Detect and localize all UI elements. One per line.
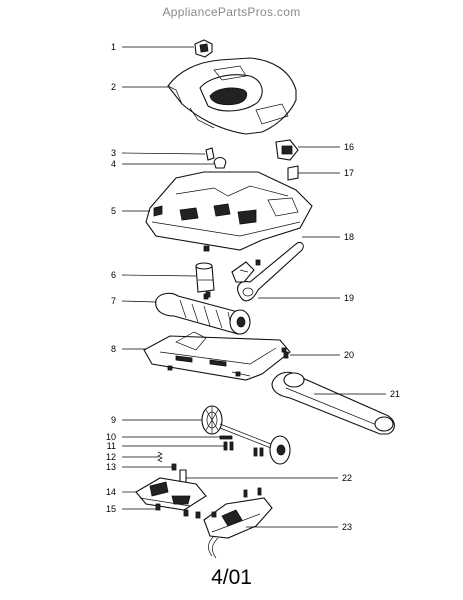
callout-16: 16 — [344, 142, 354, 152]
part-11-screws — [223, 441, 264, 457]
part-17-tab — [287, 165, 299, 181]
part-14-pedal-assembly — [135, 477, 207, 511]
callout-19: 19 — [344, 293, 354, 303]
callout-9: 9 — [111, 415, 116, 425]
part-8-bottom-plate — [143, 331, 291, 381]
part-1-latch — [194, 39, 213, 58]
leader-lines — [121, 46, 386, 528]
part-3-clip — [205, 147, 215, 161]
callout-5: 5 — [111, 206, 116, 216]
callout-23: 23 — [342, 522, 352, 532]
part-18-guard-clip — [231, 261, 255, 283]
callout-7: 7 — [111, 296, 116, 306]
part-13-pin — [171, 463, 177, 471]
part-7-brush-roll — [155, 291, 251, 335]
callout-6: 6 — [111, 270, 116, 280]
callout-13: 13 — [106, 462, 116, 472]
callout-4: 4 — [111, 159, 116, 169]
callout-10: 10 — [106, 432, 116, 442]
callout-12: 12 — [106, 452, 116, 462]
part-5-base-housing — [145, 171, 313, 266]
callout-11: 11 — [107, 441, 116, 451]
callout-22: 22 — [342, 473, 352, 483]
part-23-handle-base — [203, 487, 273, 559]
watermark: AppliancePartsPros.com — [162, 5, 301, 19]
callout-17: 17 — [344, 168, 354, 178]
part-19-belt — [237, 241, 304, 302]
part-16-bracket — [275, 139, 299, 161]
callout-18: 18 — [344, 232, 354, 242]
part-9-wheel-axle — [201, 405, 291, 465]
revision-date: 4/01 — [211, 566, 252, 589]
part-6-swivel-duct — [195, 262, 215, 300]
callout-20: 20 — [344, 350, 354, 360]
callout-labels: 1 2 3 4 5 6 7 8 9 10 11 12 13 14 15 16 1… — [106, 42, 400, 532]
callout-8: 8 — [111, 344, 116, 354]
part-10-screw — [219, 435, 233, 440]
callout-21: 21 — [390, 389, 400, 399]
part-2-hood-cover — [167, 57, 297, 135]
callout-2: 2 — [111, 82, 116, 92]
part-21-rear-housing — [271, 371, 395, 435]
callout-14: 14 — [106, 487, 116, 497]
part-15-screw — [155, 503, 201, 519]
callout-15: 15 — [106, 504, 116, 514]
callout-3: 3 — [111, 148, 116, 158]
part-12-spring — [157, 451, 163, 463]
part-4-clip — [213, 156, 227, 169]
callout-1: 1 — [111, 42, 116, 52]
part-20-screw — [283, 351, 289, 359]
